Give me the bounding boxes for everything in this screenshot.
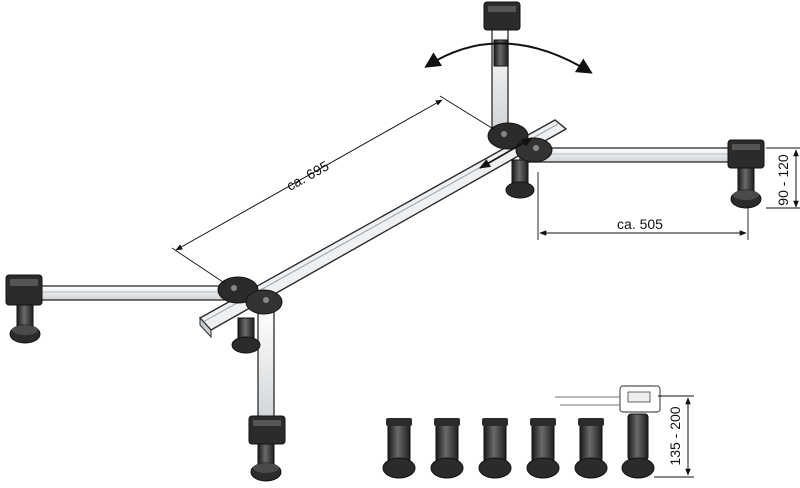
top-end-clamp <box>483 1 521 31</box>
short-arm-dimension-label: ca. 505 <box>617 216 663 232</box>
right-end-clamp <box>727 139 765 169</box>
accessory-feet-row <box>382 385 661 479</box>
accessory-foot <box>430 418 464 479</box>
left-down-rail <box>257 307 275 427</box>
left-foot <box>9 304 41 344</box>
accessory-foot <box>382 418 416 479</box>
accessory-foot <box>526 418 560 479</box>
height-range-dimension: 90 - 120 <box>766 147 800 209</box>
left-arm-rail <box>7 285 249 301</box>
double-arrow-icon <box>479 137 533 169</box>
left-end-clamp <box>5 274 43 306</box>
right-arm-rail <box>519 147 753 163</box>
bottom-foot <box>250 443 282 482</box>
extended-height-range-label: 135 - 200 <box>667 406 683 465</box>
left-connector-node <box>217 276 283 315</box>
right-foot <box>730 167 762 209</box>
short-arm-dimension: ca. 505 <box>537 172 749 240</box>
center-left-foot <box>231 317 261 354</box>
height-range-label: 90 - 120 <box>775 154 791 206</box>
bottom-end-clamp <box>248 415 286 445</box>
top-up-rail <box>491 21 509 135</box>
extended-height-dimension: 135 - 200 <box>654 395 694 478</box>
accessory-foot <box>478 418 512 479</box>
center-right-foot <box>505 159 535 199</box>
accessory-foot <box>574 418 608 479</box>
long-arm-dimension-label: ca. 695 <box>284 157 332 193</box>
rotate-arrow-icon <box>424 42 593 74</box>
mounted-foot-detail <box>555 385 661 479</box>
